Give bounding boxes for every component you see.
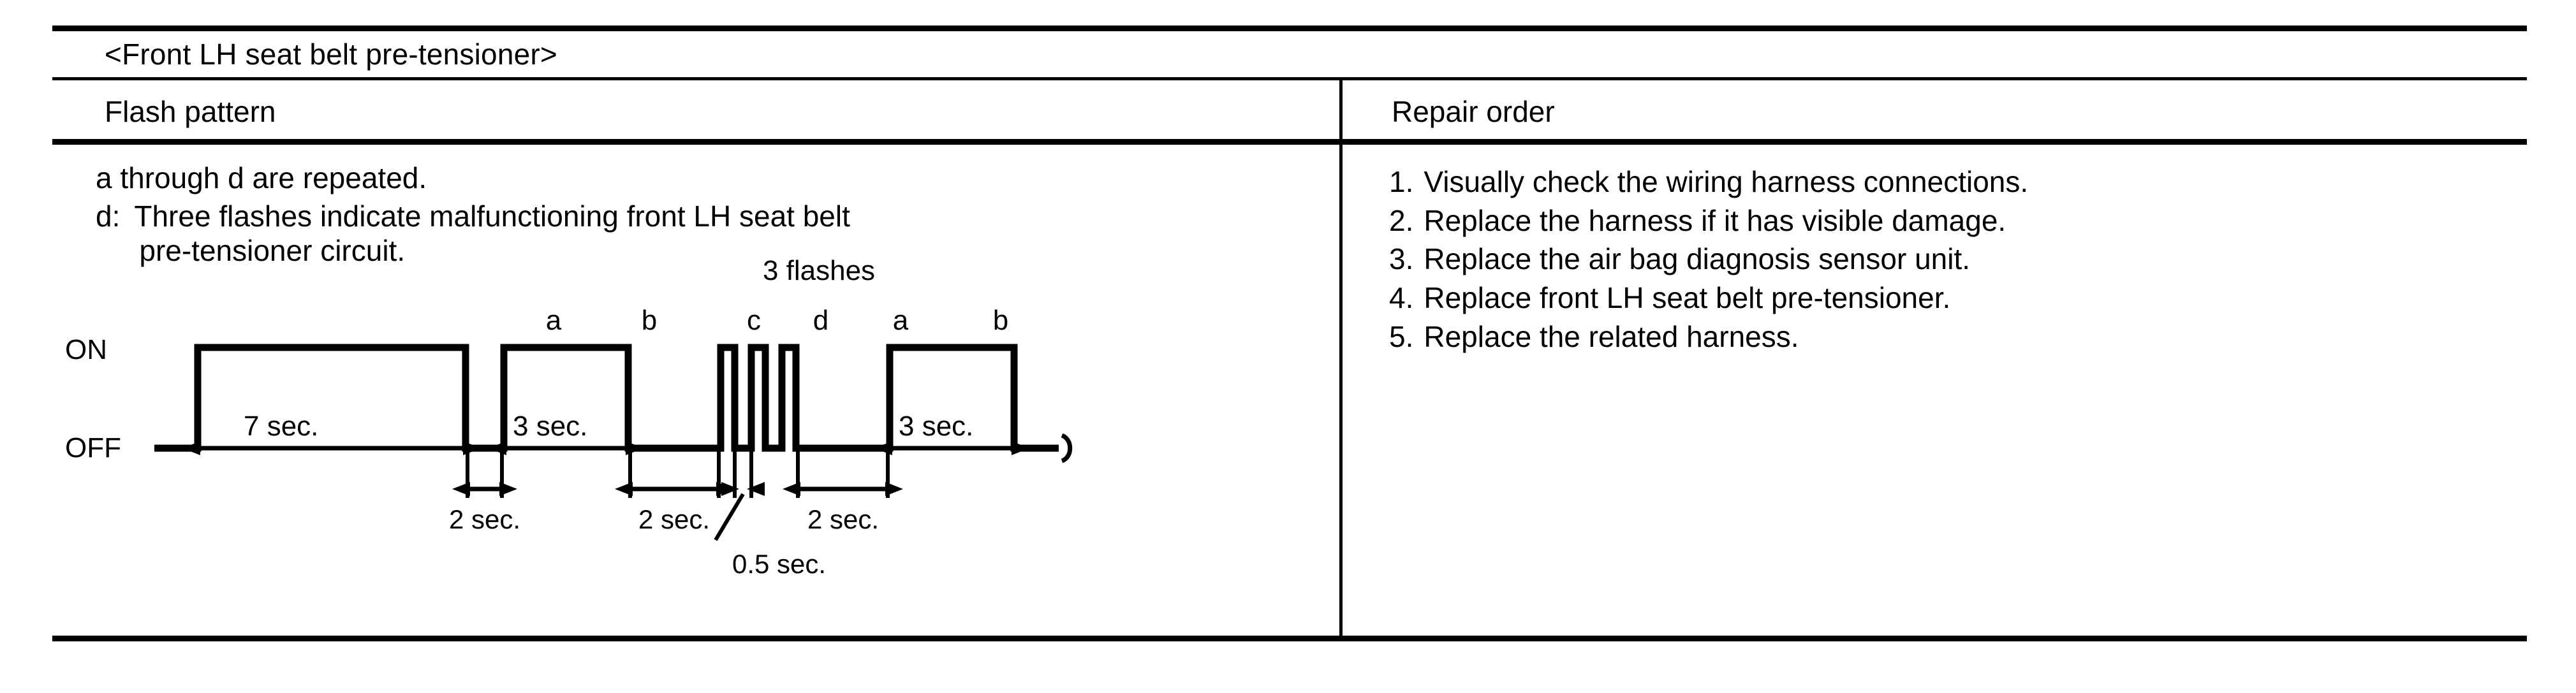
dimension-label-05sec: 0.5 sec. — [732, 549, 826, 579]
table-bottom-border — [52, 636, 2527, 641]
segment-label-b1: b — [642, 305, 657, 336]
repair-item-number: 2. — [1389, 203, 1414, 237]
dimension-label-2sec-3: 2 sec. — [807, 504, 879, 534]
timing-diagram: 3 flashes a b c d a b ON OFF — [52, 240, 1339, 597]
repair-order-list: 1. Visually check the wiring harness con… — [1339, 145, 2527, 356]
dimension-label-7sec: 7 sec. — [244, 411, 318, 442]
column-divider-body — [1339, 145, 1343, 636]
header-cell-repair-order: Repair order — [1339, 80, 2527, 139]
note-d-key: d: — [96, 199, 121, 233]
note-d-line2: pre-tensioner circuit. — [139, 233, 406, 267]
list-item: 2. Replace the harness if it has visible… — [1389, 201, 2527, 240]
note-d-body: Three flashes indicate malfunctioning fr… — [134, 200, 1339, 268]
waveform-break-symbol — [1061, 433, 1073, 463]
table-header-row: Flash pattern Repair order — [52, 80, 2527, 139]
body-cell-flash-pattern: a through d are repeated. d: Three flash… — [52, 145, 1339, 636]
repair-item-number: 3. — [1389, 242, 1414, 276]
list-item: 3. Replace the air bag diagnosis sensor … — [1389, 240, 2527, 279]
header-cell-flash-pattern: Flash pattern — [52, 80, 1339, 139]
repair-item-text: Replace the harness if it has visible da… — [1424, 203, 2006, 237]
list-item: 5. Replace the related harness. — [1389, 317, 2527, 356]
column-divider-header — [1339, 80, 1343, 139]
page-title: <Front LH seat belt pre-tensioner> — [105, 38, 557, 71]
title-separator-rule — [52, 77, 2527, 80]
column-header-flash-pattern: Flash pattern — [105, 95, 276, 128]
dimension-label-2sec-2: 2 sec. — [638, 504, 710, 534]
dimension-label-2sec-1: 2 sec. — [449, 504, 520, 534]
table-title-row: <Front LH seat belt pre-tensioner> — [52, 31, 2527, 77]
segment-label-c: c — [747, 305, 761, 336]
note-d-line1: Three flashes indicate malfunctioning fr… — [134, 199, 850, 233]
repair-item-text: Visually check the wiring harness connec… — [1424, 165, 2029, 198]
annotation-3-flashes: 3 flashes — [763, 255, 875, 286]
dimension-label-3sec-1: 3 sec. — [513, 411, 587, 442]
repair-item-number: 4. — [1389, 281, 1414, 315]
flash-pattern-notes: a through d are repeated. d: Three flash… — [52, 145, 1339, 268]
column-header-repair-order: Repair order — [1392, 95, 1555, 128]
segment-label-a1: a — [546, 305, 562, 336]
timing-diagram-svg: 3 flashes a b c d a b ON OFF — [65, 255, 1073, 579]
repair-item-text: Replace the air bag diagnosis sensor uni… — [1424, 242, 1971, 276]
diagnostic-table: <Front LH seat belt pre-tensioner> Flash… — [52, 26, 2527, 641]
segment-label-a2: a — [893, 305, 909, 336]
list-item: 4. Replace front LH seat belt pre-tensio… — [1389, 279, 2527, 317]
list-item: 1. Visually check the wiring harness con… — [1389, 163, 2527, 201]
dimension-label-3sec-2: 3 sec. — [899, 411, 973, 442]
repair-item-text: Replace front LH seat belt pre-tensioner… — [1424, 281, 1951, 315]
table-body-row: a through d are repeated. d: Three flash… — [52, 145, 2527, 636]
segment-label-b2: b — [993, 305, 1008, 336]
repair-item-text: Replace the related harness. — [1424, 319, 1799, 353]
segment-label-d: d — [813, 305, 828, 336]
table-top-border — [52, 26, 2527, 31]
axis-label-on: ON — [65, 334, 107, 365]
header-separator-rule — [52, 139, 2527, 145]
note-d-definition: d: Three flashes indicate malfunctioning… — [96, 200, 1339, 268]
body-cell-repair-order: 1. Visually check the wiring harness con… — [1339, 145, 2527, 636]
leader-line-05sec — [714, 493, 745, 541]
axis-label-off: OFF — [65, 432, 121, 463]
repair-item-number: 5. — [1389, 319, 1414, 353]
repair-item-number: 1. — [1389, 165, 1414, 198]
note-repeated: a through d are repeated. — [96, 161, 427, 194]
